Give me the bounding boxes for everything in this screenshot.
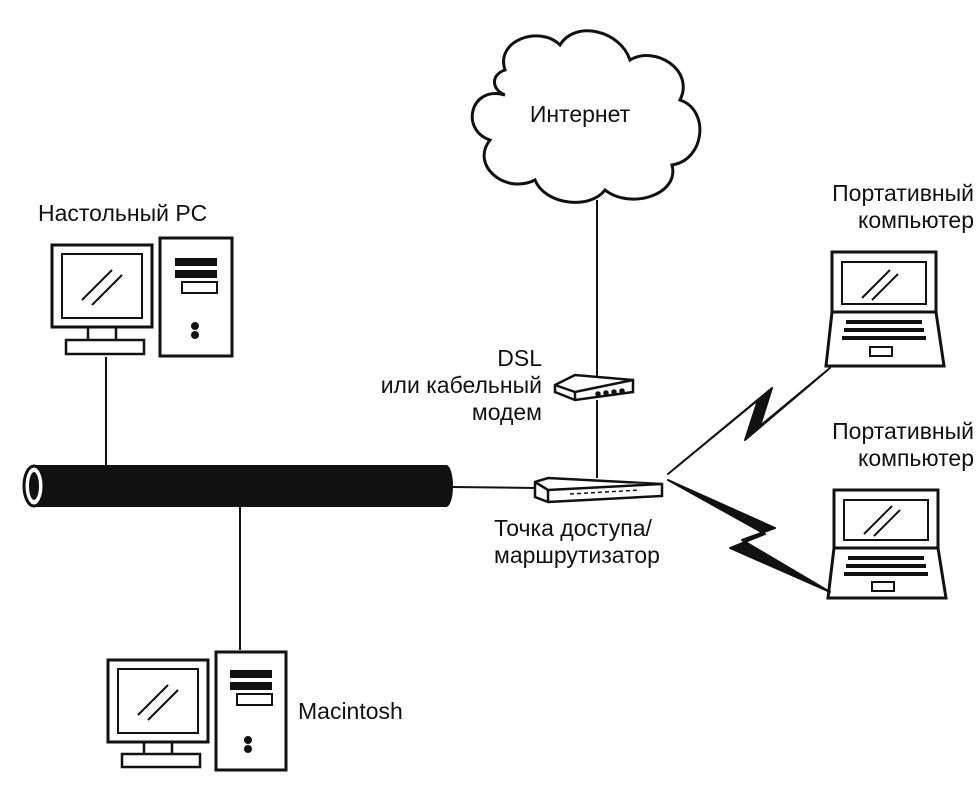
internet-cloud-icon xyxy=(470,29,702,204)
laptop-bottom-label-line-1: Портативный xyxy=(832,418,974,444)
backbone-router-line xyxy=(451,486,536,489)
modem-label-line-3: модем xyxy=(471,399,542,425)
desktop-pc-icon xyxy=(50,236,234,466)
laptop-top-label-line-1: Портативный xyxy=(832,180,974,206)
wireless-signal-top-icon xyxy=(667,367,831,475)
access-point-router-icon xyxy=(533,476,664,504)
laptop-bottom-icon xyxy=(826,488,948,600)
laptop-top-icon xyxy=(824,250,946,368)
desktop-pc-label: Настольный PC xyxy=(38,200,208,226)
access-point-label: Точка доступа/ маршрутизатор xyxy=(494,515,660,569)
macintosh-label: Macintosh xyxy=(298,698,403,724)
wireless-signal-bottom-icon xyxy=(667,479,831,593)
internet-label: Интернет xyxy=(529,101,631,127)
modem-label-line-1: DSL xyxy=(497,345,542,371)
access-point-label-line-1: Точка доступа/ xyxy=(494,515,652,541)
modem-icon xyxy=(553,373,635,402)
access-point-label-line-2: маршрутизатор xyxy=(494,542,660,568)
modem-label-line-2: или кабельный xyxy=(380,372,542,398)
macintosh-icon xyxy=(106,506,288,772)
laptop-bottom-label-line-2: компьютер xyxy=(858,445,974,471)
laptop-top-label: Портативный компьютер xyxy=(770,180,974,234)
modem-label: DSL или кабельный модем xyxy=(330,345,542,426)
network-cable-backbone xyxy=(22,464,453,508)
laptop-top-label-line-2: компьютер xyxy=(858,207,974,233)
laptop-bottom-label: Портативный компьютер xyxy=(770,418,974,472)
